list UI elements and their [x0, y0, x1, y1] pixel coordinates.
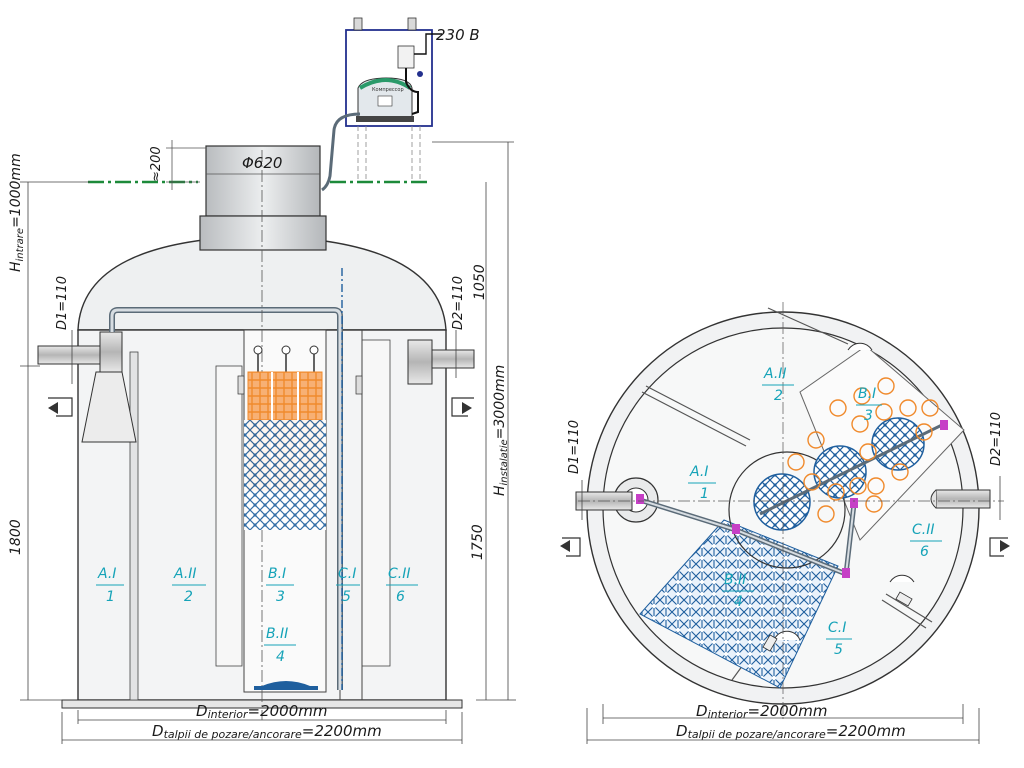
- d2-label-front: D2=110: [451, 276, 466, 330]
- outflow-arrow-right: [451, 397, 474, 417]
- d1-label-front: D1=110: [55, 276, 70, 330]
- plan-outflow-arrow: [989, 537, 1010, 557]
- plan-view: D1=110 D2=110 A.II 2 B.I 3 A.I 1 C.II 6 …: [560, 302, 1010, 744]
- svg-text:C.I: C.I: [338, 566, 356, 582]
- outlet-pipe: [429, 349, 475, 369]
- svg-text:6: 6: [920, 544, 929, 560]
- manhole-neck: [205, 145, 321, 217]
- aerator-disc-3: [871, 417, 925, 471]
- svg-text:B.II: B.II: [266, 626, 288, 642]
- plan-access-1: [847, 342, 873, 351]
- d2-label-plan: D2=110: [989, 412, 1004, 466]
- svg-text:C.I: C.I: [828, 620, 846, 636]
- height-1050-label: 1050: [472, 264, 488, 300]
- front-compartment-c1: C.I 5: [336, 566, 360, 605]
- front-d-base-label: Dtalpii de pozare/ancorare=2200mm: [152, 722, 382, 741]
- plan-dimension-lines: [581, 476, 1001, 744]
- svg-text:A.I: A.I: [97, 566, 116, 582]
- front-d-interior-label: Dinterior=2000mm: [196, 702, 327, 721]
- svg-text:A.I: A.I: [689, 464, 708, 480]
- manhole-ring: [199, 215, 327, 251]
- filter-mesh-front: [244, 420, 326, 530]
- plan-d-interior-label: Dinterior=2000mm: [696, 702, 827, 721]
- plan-inflow-arrow: [560, 537, 581, 557]
- control-socket: [397, 45, 415, 69]
- partition-c: [361, 339, 391, 667]
- plan-access-2: [889, 574, 915, 583]
- front-compartment-a2: A.II 2: [172, 566, 206, 605]
- compressor: [356, 77, 414, 122]
- svg-text:5: 5: [342, 589, 351, 605]
- svg-text:A.II: A.II: [763, 366, 787, 382]
- svg-text:1: 1: [700, 486, 709, 502]
- svg-text:6: 6: [396, 589, 405, 605]
- plan-access-3: [773, 630, 801, 641]
- front-compartment-c2: C.II 6: [386, 566, 418, 605]
- plan-compartment-b2: B.II 4: [722, 572, 754, 610]
- plan-d-base-label: Dtalpii de pozare/ancorare=2200mm: [676, 722, 906, 741]
- lid-offset-label: ≈200: [149, 146, 164, 182]
- plan-center-circle: [728, 451, 846, 569]
- svg-text:1: 1: [106, 589, 115, 605]
- svg-text:B.II: B.II: [724, 572, 746, 588]
- inlet-height-label: Hintrare=1000mm: [8, 153, 26, 272]
- d1-label-plan: D1=110: [567, 420, 582, 474]
- plan-compartment-a1: A.I 1: [688, 464, 716, 502]
- plan-compartment-c1: C.I 5: [826, 620, 852, 658]
- svg-text:2: 2: [184, 589, 193, 605]
- partition-b: [215, 365, 243, 667]
- aerator-hangers: [253, 345, 319, 372]
- dimension-lines: [20, 141, 516, 744]
- front-compartment-a1: A.I 1: [96, 566, 124, 605]
- compressor-hose: [321, 112, 361, 192]
- height-1750-label: 1750: [470, 524, 486, 560]
- plan-outlet-pipe: [935, 489, 991, 509]
- svg-text:4: 4: [276, 649, 285, 665]
- svg-text:A.II: A.II: [173, 566, 197, 582]
- compressor-brand: Компрессор: [372, 87, 404, 93]
- front-view: Φ620 ≈200 Hintrare=1000mm D1=110 D2=110 …: [8, 17, 516, 744]
- svg-text:C.II: C.II: [912, 522, 934, 538]
- front-compartment-b2: B.II 4: [264, 626, 296, 665]
- inflow-arrow-left: [48, 397, 73, 417]
- install-height-label: Hinstalatie=3000mm: [492, 365, 510, 496]
- height-1800-label: 1800: [8, 519, 24, 555]
- svg-text:5: 5: [834, 642, 843, 658]
- bio-media-plan: [787, 377, 939, 523]
- inlet-pipe: [37, 345, 109, 365]
- filter-mesh-plan: [639, 519, 839, 689]
- front-compartment-b1: B.I 3: [266, 566, 294, 605]
- plan-compartment-c2: C.II 6: [910, 522, 942, 560]
- svg-text:2: 2: [774, 388, 783, 404]
- partition-a: [129, 351, 139, 701]
- svg-text:3: 3: [276, 589, 285, 605]
- svg-text:3: 3: [864, 408, 873, 424]
- diffuser: [262, 681, 310, 686]
- svg-text:4: 4: [734, 594, 743, 610]
- power-label: 230 В: [436, 26, 480, 44]
- lid-diameter-label: Φ620: [242, 154, 282, 172]
- plan-compartment-a2: A.II 2: [762, 366, 794, 404]
- aerator-disc-2: [813, 445, 867, 499]
- svg-text:C.II: C.II: [388, 566, 410, 582]
- svg-text:B.I: B.I: [858, 386, 876, 402]
- plan-compartment-b1: B.I 3: [856, 386, 882, 424]
- svg-text:B.I: B.I: [268, 566, 286, 582]
